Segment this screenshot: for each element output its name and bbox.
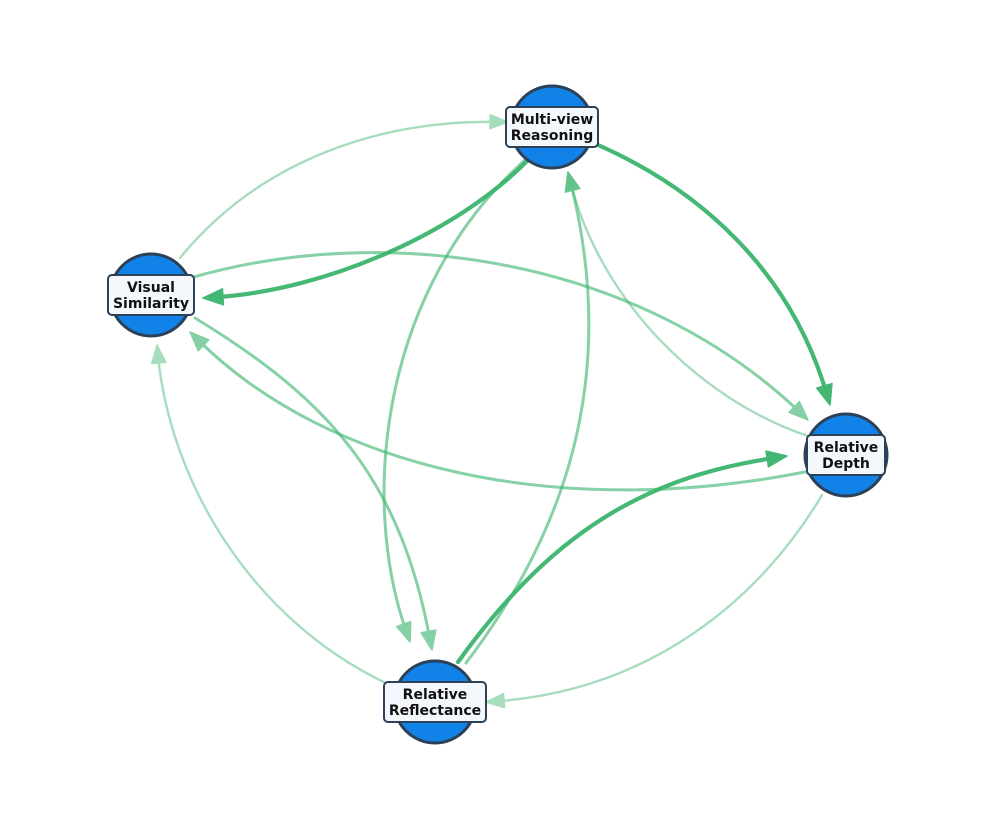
edge-line [178,120,499,260]
node-label-box [107,274,195,316]
edge-vs-to-rr [193,316,437,651]
arrowhead-icon [564,171,580,192]
edge-line [595,142,829,396]
arrowhead-icon [420,629,437,651]
edge-line [193,316,432,641]
edge-mv-to-rd [595,142,833,406]
arrowhead-icon [395,620,412,643]
edge-vs-to-mv [178,113,509,260]
node-label-line: Relative [403,687,468,703]
edge-line [464,181,591,665]
arrowhead-icon [202,288,225,306]
edge-line [569,181,810,438]
edge-mv-to-vs [202,157,531,306]
arrowhead-icon [765,450,788,468]
edge-line [212,157,531,300]
node-label-line: Depth [822,456,870,472]
edge-line [188,251,802,414]
edge-rd-to-rr [485,493,824,709]
arrowhead-icon [564,171,581,194]
arrowhead-icon [485,692,506,709]
arrowhead-icon [151,344,167,365]
arrowhead-icon [788,400,809,421]
node-label-box [806,434,886,476]
edge-mv-to-rr [382,158,527,643]
arrowhead-icon [489,113,509,130]
node-label-line: Similarity [113,296,189,312]
node-label-line: Visual [127,280,175,296]
edge-line [196,338,807,492]
node-label-box [505,106,599,148]
edge-vs-to-rd [188,251,809,421]
edge-line [382,158,527,633]
edge-rr-to-vs [151,344,392,687]
node-label-line: Relative [814,440,879,456]
node-label-box [383,681,487,723]
edge-line [495,493,824,703]
edge-rd-to-vs [189,331,807,492]
node-label-line: Multi-view [511,112,593,128]
node-label-line: Reflectance [389,703,481,719]
edges-layer [151,113,833,709]
edge-line [156,354,392,687]
arrowhead-icon [189,331,210,352]
edge-rd-to-mv [564,171,810,438]
edge-rr-to-rd [455,450,788,665]
edge-line [455,455,778,665]
edge-rr-to-mv [464,171,591,665]
node-label-line: Reasoning [511,128,593,144]
arrowhead-icon [815,382,833,406]
